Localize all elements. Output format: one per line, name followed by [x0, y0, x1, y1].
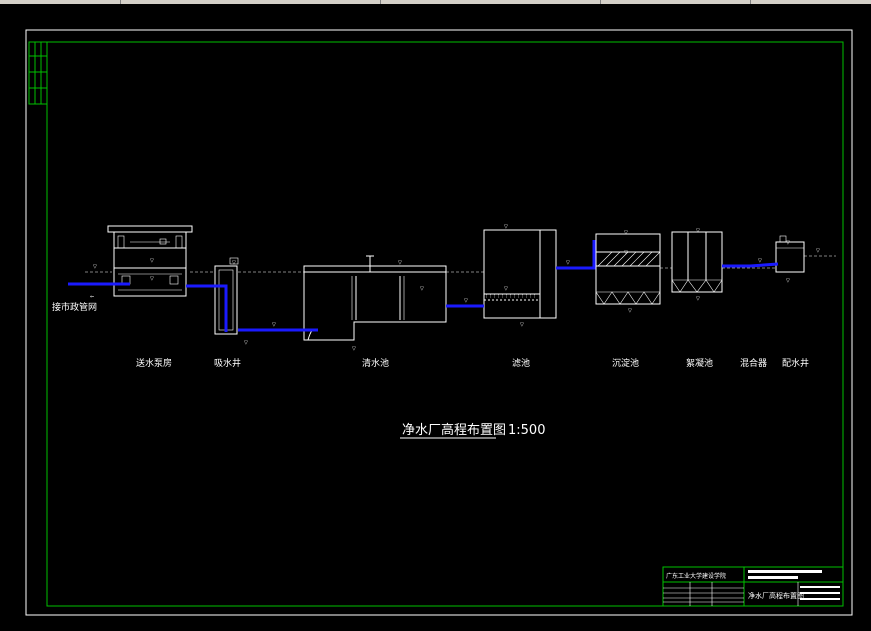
structure-label-sedimentation: 沉淀池 [612, 357, 639, 369]
ground-line [85, 255, 836, 273]
svg-text:▽: ▽ [504, 286, 508, 292]
toolbar-separator [120, 0, 121, 4]
svg-text:▽: ▽ [624, 230, 628, 236]
svg-text:▽: ▽ [272, 322, 276, 328]
clear-water-tank [303, 255, 447, 341]
svg-text:▽: ▽ [696, 296, 700, 302]
process-pipes [68, 240, 779, 332]
svg-text:▽: ▽ [504, 224, 508, 230]
elevation-marks: ▽ ▽ ▽ ▽ ▽ ▽ ▽ ▽ ▽ ▽ ▽ ▽ ▽ ▽ ▽ ▽ ▽ ▽ ▽ ▽ … [93, 224, 820, 352]
drawing-scale: 1:500 [508, 423, 545, 438]
title-block-institution: 广东工业大学建设学院 [666, 572, 726, 580]
vertical-scrollbar[interactable] [855, 4, 871, 631]
cad-canvas[interactable]: ▽ ▽ ▽ ▽ ▽ ▽ ▽ ▽ ▽ ▽ ▽ ▽ ▽ ▽ ▽ ▽ ▽ ▽ ▽ ▽ … [0, 4, 856, 631]
outer-frame [25, 29, 853, 616]
toolbar-separator [600, 0, 601, 4]
arrow-icon: ⇐ [90, 294, 94, 300]
structure-label-filter: 滤池 [512, 357, 530, 369]
svg-text:▽: ▽ [628, 308, 632, 314]
svg-text:▽: ▽ [244, 340, 248, 346]
svg-text:▽: ▽ [150, 276, 154, 282]
svg-text:▽: ▽ [816, 248, 820, 254]
title-block [662, 566, 844, 607]
distribution-well [775, 235, 805, 273]
structure-label-pump: 送水泵房 [136, 357, 172, 369]
svg-text:▽: ▽ [758, 258, 762, 264]
inner-frame [46, 41, 844, 607]
svg-text:▽: ▽ [93, 264, 97, 270]
svg-text:▽: ▽ [696, 228, 700, 234]
svg-text:▽: ▽ [232, 260, 236, 266]
toolbar-separator [380, 0, 381, 4]
structure-label-flocculation: 絮凝池 [686, 357, 713, 369]
flocculation-tank [671, 231, 723, 293]
title-block-drawing-name: 净水厂高程布置图 [748, 591, 804, 600]
structure-label-mixer: 混合器 [740, 357, 767, 369]
toolbar-separator [750, 0, 751, 4]
structure-label-inlet-well: 配水井 [782, 357, 809, 369]
svg-text:▽: ▽ [566, 260, 570, 266]
svg-text:▽: ▽ [786, 278, 790, 284]
svg-text:▽: ▽ [786, 240, 790, 246]
structure-label-well: 吸水井 [214, 357, 241, 369]
drawing-title: 净水厂高程布置图 [402, 422, 506, 438]
sedimentation-tank [595, 233, 661, 305]
svg-text:▽: ▽ [624, 250, 628, 256]
pump-house [107, 225, 193, 297]
svg-text:▽: ▽ [398, 260, 402, 266]
filter-tank [483, 229, 557, 319]
svg-text:▽: ▽ [352, 346, 356, 352]
svg-text:▽: ▽ [464, 298, 468, 304]
svg-text:▽: ▽ [520, 322, 524, 328]
binding-strip [28, 41, 48, 105]
svg-text:▽: ▽ [420, 286, 424, 292]
inlet-label: 接市政管网 [52, 301, 97, 313]
window-top-bar [0, 0, 871, 4]
svg-text:▽: ▽ [150, 258, 154, 264]
structure-label-clearwell: 清水池 [362, 357, 389, 369]
